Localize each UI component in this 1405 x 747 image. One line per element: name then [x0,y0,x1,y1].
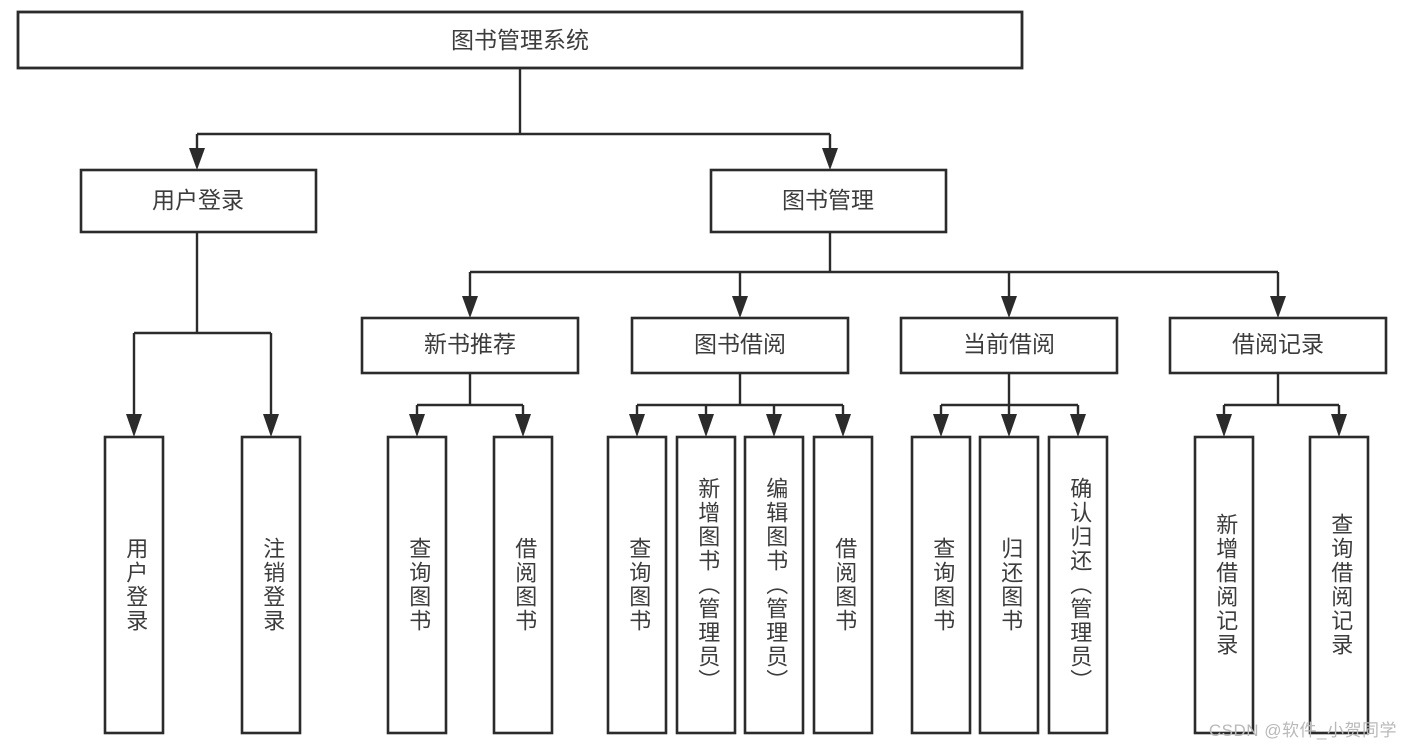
arrowhead-leaf-user-login [126,414,142,437]
arrowhead-leaf-confirm-return [1070,414,1086,437]
node-leaf-query-book-3-box[interactable] [910,435,972,735]
node-leaf-confirm-return-box[interactable] [1047,435,1109,735]
node-leaf-query-book-2-label: 查询图书 [626,537,651,633]
arrowhead-leaf-query-book-2 [629,414,645,437]
node-user-login[interactable]: 用户登录 [79,168,318,234]
node-leaf-add-book-label: 新增图书（管理员） [695,477,720,693]
node-borrow-record-label: 借阅记录 [1232,331,1324,357]
arrowhead-current-borrow [1001,296,1017,318]
node-leaf-query-book-2[interactable]: 查询图书 [606,435,668,735]
node-leaf-logout[interactable]: 注销登录 [240,435,302,735]
node-leaf-edit-book-label: 编辑图书（管理员） [763,477,788,693]
node-user-login-box[interactable] [79,168,318,234]
node-borrow-record[interactable]: 借阅记录 [1168,316,1388,375]
node-leaf-edit-book-box[interactable] [743,435,805,735]
node-current-borrow-label: 当前借阅 [963,331,1055,357]
node-book-mgmt-box[interactable] [709,168,948,234]
node-leaf-query-record-label: 查询借阅记录 [1328,513,1353,657]
node-root-label: 图书管理系统 [451,27,589,53]
node-root-box[interactable] [16,10,1024,70]
node-root[interactable]: 图书管理系统 [16,10,1024,70]
node-book-mgmt[interactable]: 图书管理 [709,168,948,234]
node-user-login-label: 用户登录 [152,187,244,213]
node-leaf-return-book[interactable]: 归还图书 [978,435,1040,735]
node-leaf-query-record-box[interactable] [1308,435,1370,735]
node-leaf-query-book-3[interactable]: 查询图书 [910,435,972,735]
node-leaf-query-record[interactable]: 查询借阅记录 [1308,435,1370,735]
node-leaf-borrow-book-1-box[interactable] [492,435,554,735]
node-leaf-return-book-box[interactable] [978,435,1040,735]
node-leaf-add-record[interactable]: 新增借阅记录 [1193,435,1255,735]
node-current-borrow-box[interactable] [899,316,1119,375]
node-leaf-add-record-box[interactable] [1193,435,1255,735]
node-leaf-return-book-label: 归还图书 [998,537,1023,633]
node-leaf-user-login-box[interactable] [103,435,165,735]
node-new-book-rec[interactable]: 新书推荐 [360,316,580,375]
arrowhead-leaf-borrow-book-1 [515,414,531,437]
node-leaf-user-login[interactable]: 用户登录 [103,435,165,735]
arrowhead-book-mgmt [822,148,838,170]
node-leaf-add-book-box[interactable] [675,435,737,735]
arrowhead-leaf-return-book [1001,414,1017,437]
node-current-borrow[interactable]: 当前借阅 [899,316,1119,375]
arrowhead-leaf-edit-book [766,414,782,437]
node-leaf-edit-book[interactable]: 编辑图书（管理员） [743,435,805,735]
node-layer: 图书管理系统 用户登录 图书管理 新书推荐 图书借阅 [16,10,1388,735]
node-leaf-query-book-1[interactable]: 查询图书 [386,435,448,735]
node-leaf-query-book-1-label: 查询图书 [406,537,431,633]
arrowhead-borrow-record [1270,296,1286,318]
node-book-mgmt-label: 图书管理 [782,187,874,213]
arrowhead-leaf-query-record [1331,414,1347,437]
arrowhead-leaf-query-book-1 [409,414,425,437]
node-leaf-user-login-label: 用户登录 [123,537,148,633]
node-leaf-query-book-3-label: 查询图书 [930,537,955,633]
arrowhead-leaf-add-book [698,414,714,437]
arrowhead-leaf-logout [263,414,279,437]
node-leaf-borrow-book-2-box[interactable] [812,435,874,735]
arrowhead-user-login [189,148,205,170]
node-leaf-add-book[interactable]: 新增图书（管理员） [675,435,737,735]
node-leaf-add-record-label: 新增借阅记录 [1213,513,1238,657]
node-new-book-rec-box[interactable] [360,316,580,375]
node-book-borrow-box[interactable] [630,316,850,375]
arrowhead-leaf-add-record [1216,414,1232,437]
node-leaf-confirm-return[interactable]: 确认归还（管理员） [1047,435,1109,735]
arrowhead-leaf-query-book-3 [933,414,949,437]
node-book-borrow[interactable]: 图书借阅 [630,316,850,375]
arrowhead-new-book-rec [462,296,478,318]
node-leaf-borrow-book-2-label: 借阅图书 [832,537,857,633]
node-borrow-record-box[interactable] [1168,316,1388,375]
node-leaf-borrow-book-1-label: 借阅图书 [512,537,537,633]
arrowhead-leaf-borrow-book-2 [835,414,851,437]
node-book-borrow-label: 图书借阅 [694,331,786,357]
node-leaf-query-book-1-box[interactable] [386,435,448,735]
node-leaf-borrow-book-1[interactable]: 借阅图书 [492,435,554,735]
node-new-book-rec-label: 新书推荐 [424,331,516,357]
node-leaf-logout-box[interactable] [240,435,302,735]
node-leaf-borrow-book-2[interactable]: 借阅图书 [812,435,874,735]
arrowhead-book-borrow [732,296,748,318]
node-leaf-logout-label: 注销登录 [260,537,285,633]
edge-layer [126,68,1347,437]
node-leaf-confirm-return-label: 确认归还（管理员） [1067,477,1092,693]
node-leaf-query-book-2-box[interactable] [606,435,668,735]
